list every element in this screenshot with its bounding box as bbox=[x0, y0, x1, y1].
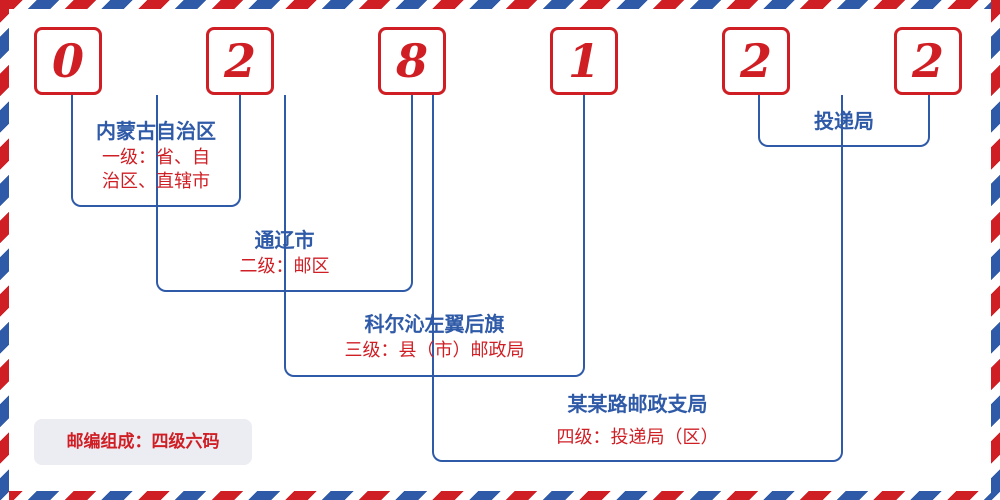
province-name: 内蒙古自治区 bbox=[96, 119, 216, 143]
bracket-level-4 bbox=[432, 95, 843, 462]
postcode-digit-3: 8 bbox=[378, 27, 446, 95]
airmail-border-left bbox=[0, 0, 9, 500]
postcode-structure-badge: 邮编组成：四级六码 bbox=[34, 419, 252, 465]
branch-office-name: 某某路邮政支局 bbox=[567, 392, 708, 416]
postcode-digit-4: 1 bbox=[550, 27, 618, 95]
postcode-digit-2: 2 bbox=[206, 27, 274, 95]
level-4-desc: 四级：投递局（区） bbox=[556, 427, 719, 448]
level-2-desc: 二级：邮区 bbox=[239, 256, 330, 277]
county-name: 科尔沁左翼后旗 bbox=[364, 312, 505, 336]
level-1-desc-line-2: 治区、直辖市 bbox=[102, 171, 210, 192]
postcode-digit-1: 0 bbox=[34, 27, 102, 95]
city-name: 通辽市 bbox=[254, 228, 315, 252]
postcode-digit-5: 2 bbox=[722, 27, 790, 95]
level-1-desc-line-1: 一级：省、自 bbox=[102, 147, 210, 168]
level-3-desc: 三级：县（市）邮政局 bbox=[344, 340, 525, 361]
airmail-border-top bbox=[0, 0, 1000, 9]
airmail-border-bottom bbox=[0, 491, 1000, 500]
bracket-delivery bbox=[758, 95, 930, 147]
postcode-digit-6: 2 bbox=[894, 27, 962, 95]
bracket-level-3 bbox=[284, 95, 585, 377]
delivery-office-name: 投递局 bbox=[814, 109, 874, 133]
airmail-border-right bbox=[991, 0, 1000, 500]
